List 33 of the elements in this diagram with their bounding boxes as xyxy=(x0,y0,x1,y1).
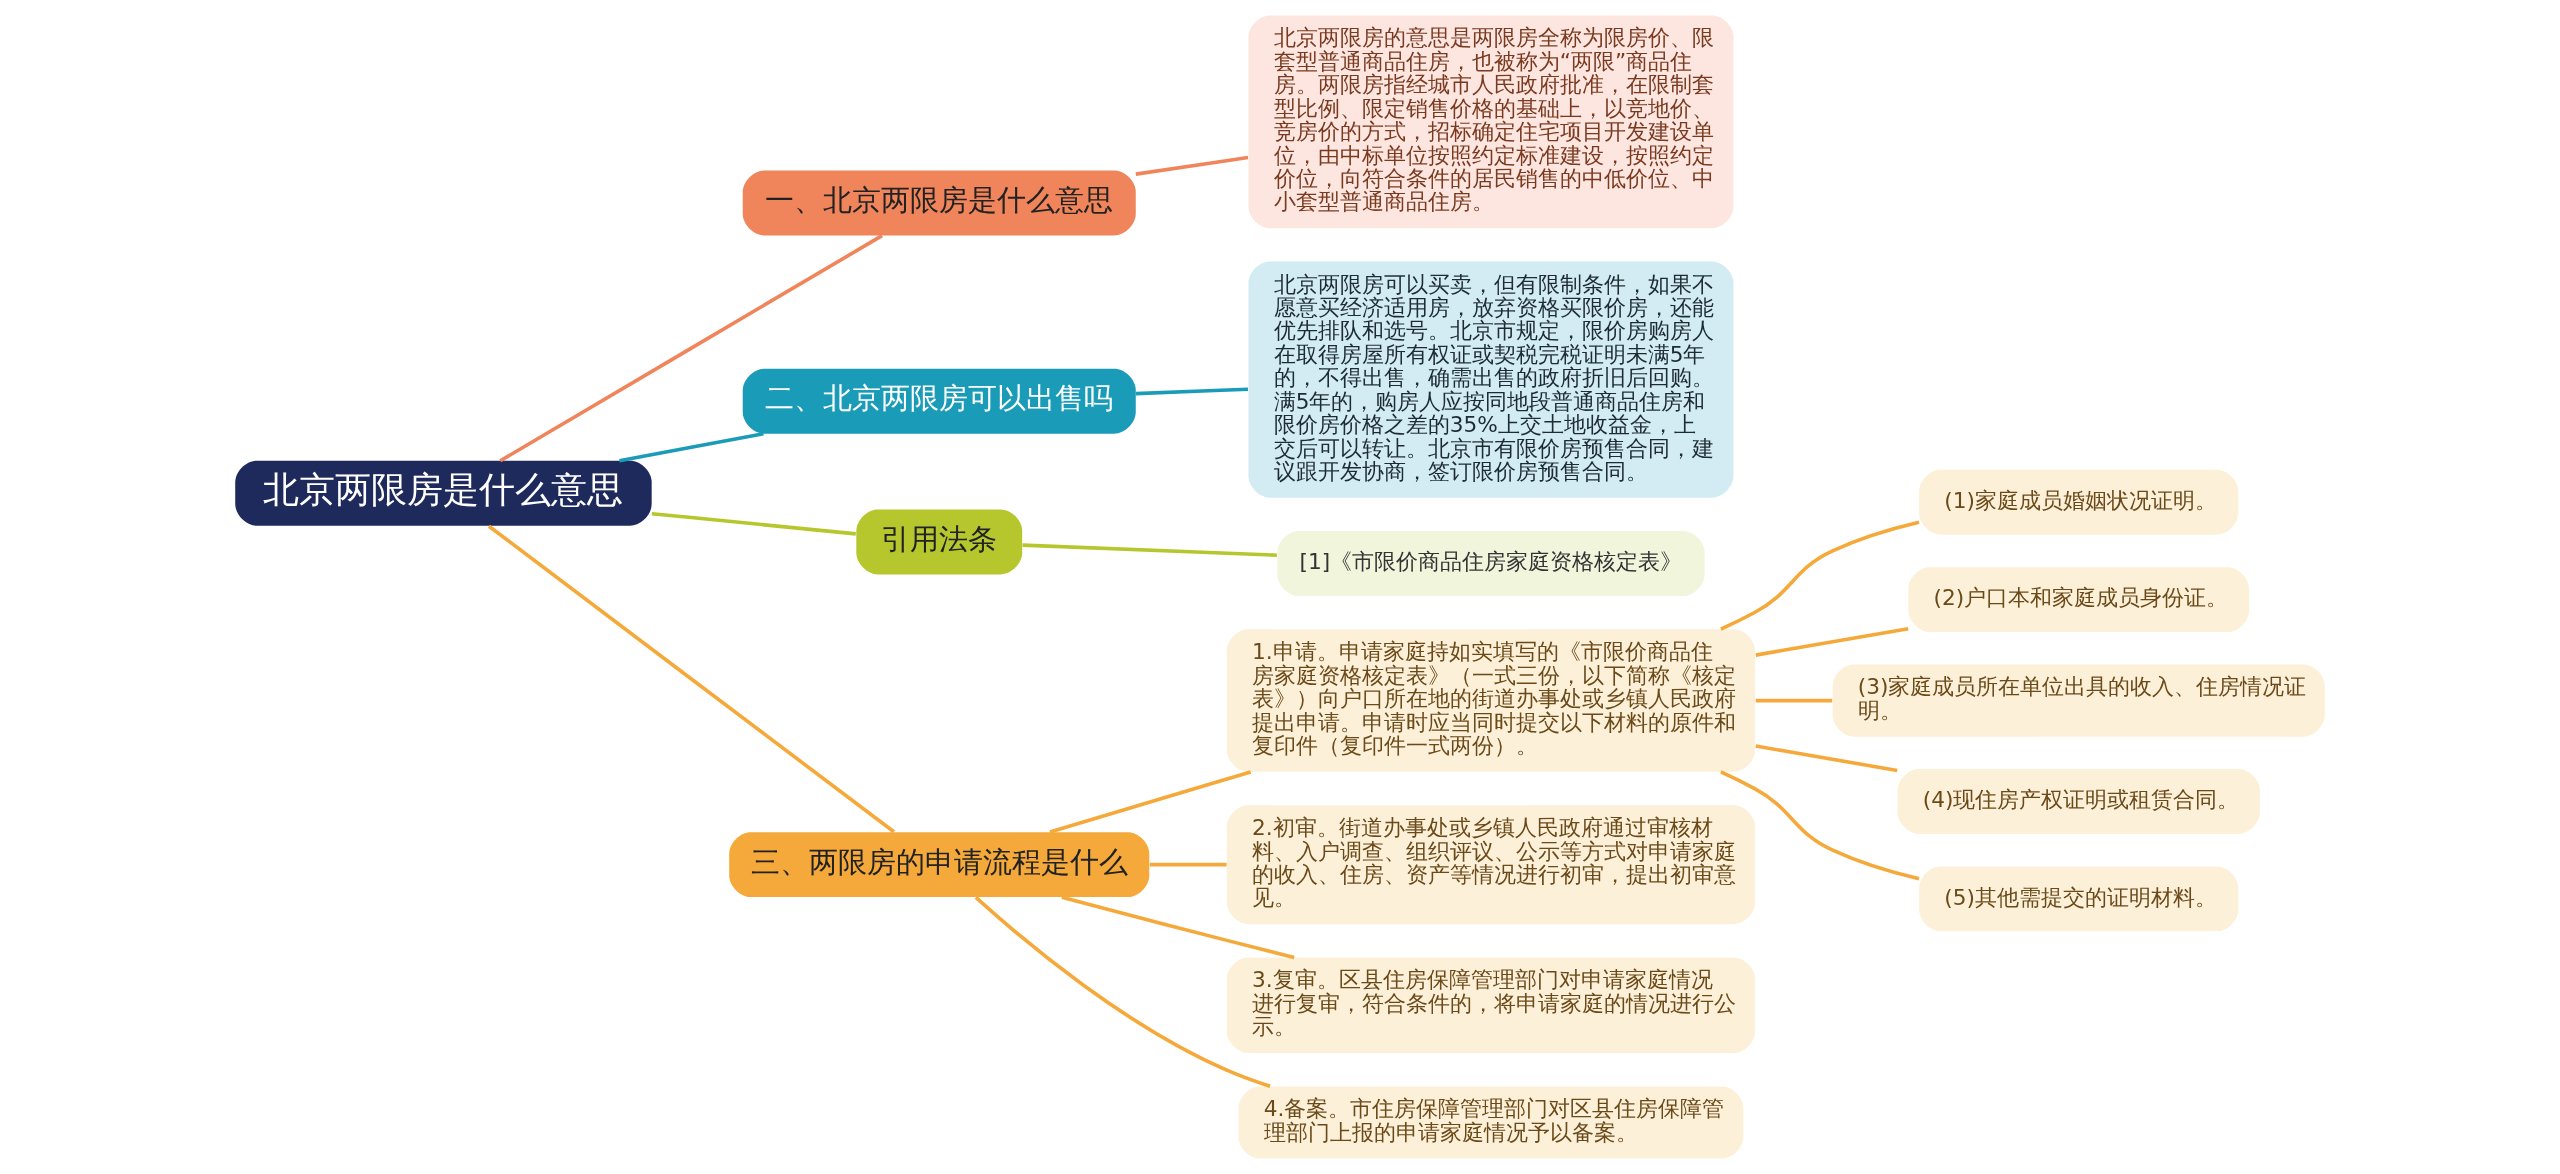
connector xyxy=(1755,744,1898,773)
node-box: 北京两限房是什么意思 xyxy=(235,460,652,526)
connector xyxy=(499,234,883,463)
connector xyxy=(974,896,1271,1088)
connector xyxy=(1149,862,1227,867)
connector xyxy=(651,511,856,536)
connector xyxy=(1720,770,1920,881)
node-box: (3)家庭成员所在单位出具的收入、住房情况证明。 xyxy=(1832,664,2325,737)
node-box: 三、两限房的申请流程是什么 xyxy=(729,832,1150,898)
node-box: (1)家庭成员婚姻状况证明。 xyxy=(1919,469,2239,535)
connector xyxy=(1022,543,1277,557)
connector xyxy=(1755,698,1833,703)
node-box: 4.备案。市住房保障管理部门对区县住房保障管理部门上报的申请家庭情况予以备案。 xyxy=(1238,1086,1744,1159)
node-box: 3.复审。区县住房保障管理部门对申请家庭情况进行复审，符合条件的，将申请家庭的情况进行公示。 xyxy=(1226,957,1756,1054)
connector xyxy=(1720,520,1920,631)
node-box: 北京两限房可以买卖，但有限制条件，如果不愿意买经济适用房，放弃资格买限价房，还能优先排队和选号。北京市规定，限价房购房人在取得房屋所有权证或契税完税证明未满5年的，不得出售，确需出售的政府折旧后回购。满5年的，购房人应按同地段普通商品住房和限价房价格之差的35%上交土地收益金，上交后可以转让。北京市有限价房预售合同，建议跟开发协商，签订限价房预售合同。 xyxy=(1248,261,1734,498)
node-box: 引用法条 xyxy=(856,509,1023,575)
connector xyxy=(487,524,895,834)
node-box: [1]《市限价商品住房家庭资格核定表》 xyxy=(1277,531,1705,596)
connector xyxy=(1135,155,1249,176)
node-box: 1.申请。申请家庭持如实填写的《市限价商品住房家庭资格核定表》（一式三份，以下简称《核定表》）向户口所在地的街道办事处或乡镇人民政府提出申请。申请时应当同时提交以下材料的原件和复印件（复印件一式两份）。 xyxy=(1226,629,1756,772)
connector xyxy=(1755,627,1909,657)
node-box: 二、北京两限房可以出售吗 xyxy=(742,368,1136,434)
connector xyxy=(1049,770,1252,834)
node-box: 北京两限房的意思是两限房全称为限房价、限套型普通商品住房，也被称为“两限”商品住房。两限房指经城市人民政府批准，在限制套型比例、限定销售价格的基础上，以竞地价、竞房价的方式，招标确定住宅项目开发建设单位，由中标单位按照约定标准建设，按照约定价位，向符合条件的居民销售的中低价位、中小套型普通商品住房。 xyxy=(1248,15,1734,229)
node-box: 2.初审。街道办事处或乡镇人民政府通过审核材料、入户调查、组织评议、公示等方式对申请家庭的收入、住房、资产等情况进行初审，提出初审意见。 xyxy=(1226,805,1756,925)
node-box: (5)其他需提交的证明材料。 xyxy=(1919,866,2239,932)
connector xyxy=(1061,895,1295,960)
node-box: (4)现住房产权证明或租赁合同。 xyxy=(1897,769,2260,834)
node-box: (2)户口本和家庭成员身份证。 xyxy=(1908,567,2250,633)
connector xyxy=(1135,387,1249,396)
connector xyxy=(619,432,764,463)
node-box: 一、北京两限房是什么意思 xyxy=(742,170,1136,236)
